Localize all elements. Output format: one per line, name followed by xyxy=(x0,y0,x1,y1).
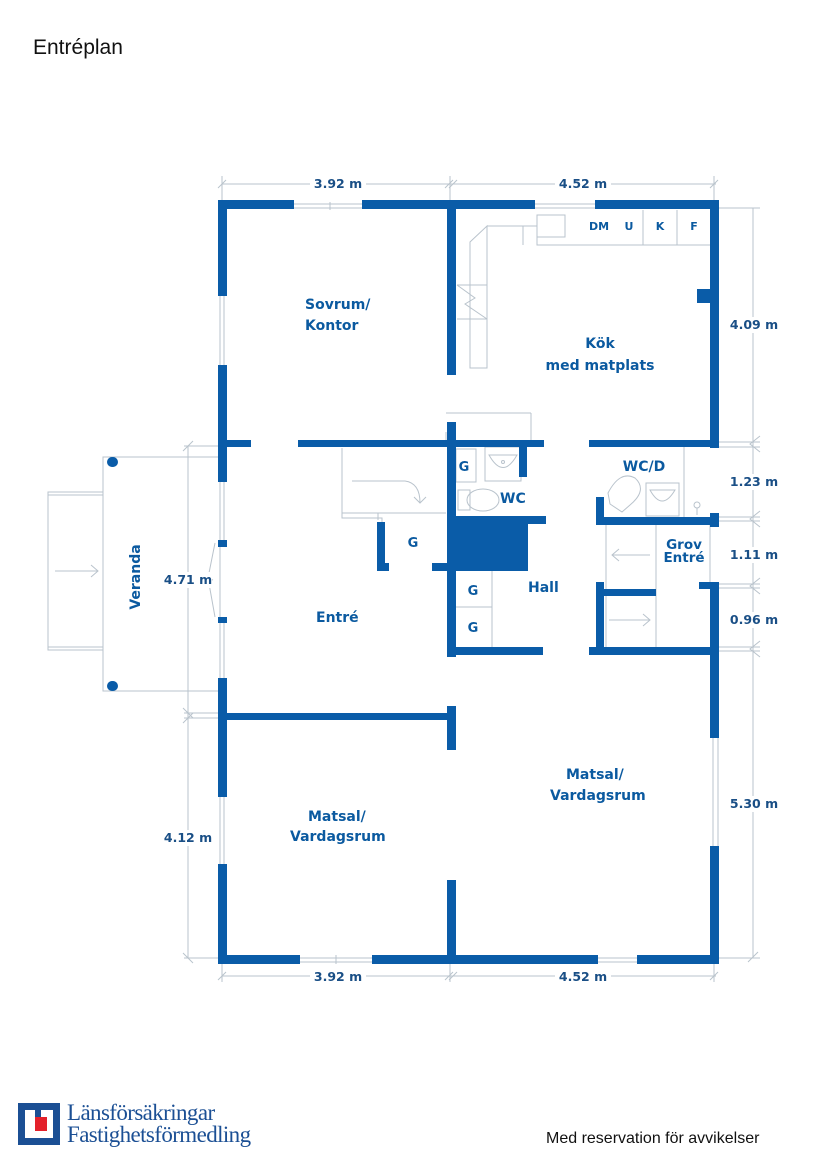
appliance-f: F xyxy=(690,220,698,233)
room-label-veranda: Veranda xyxy=(128,544,144,609)
brand-name-line1: Länsförsäkringar xyxy=(67,1100,215,1125)
room-label-kok: Kök xyxy=(585,336,615,352)
dimension-left-entre: 4.71 m xyxy=(164,572,212,587)
closet-label: G xyxy=(408,536,419,551)
room-label-vardagsrum-right: Vardagsrum xyxy=(550,788,646,804)
dimension-bottom-left: 3.92 m xyxy=(314,969,362,984)
appliance-k: K xyxy=(656,220,665,233)
brand-logo: Länsförsäkringar Fastighetsförmedling xyxy=(18,1100,251,1147)
logo-mark-icon xyxy=(18,1103,60,1145)
veranda-post xyxy=(107,457,117,467)
appliance-u: U xyxy=(625,220,634,233)
room-label-sovrum: Sovrum/ xyxy=(305,297,371,313)
dimension-right-kitchen: 4.09 m xyxy=(730,317,778,332)
walls xyxy=(108,200,719,964)
room-label-wc: WC xyxy=(500,491,526,507)
dimension-top-left: 3.92 m xyxy=(314,176,362,191)
closet-label: G xyxy=(468,584,479,599)
room-label-entre: Entré xyxy=(316,610,359,626)
room-label-kontor: Kontor xyxy=(305,318,358,334)
dimension-bottom-right: 4.52 m xyxy=(559,969,607,984)
disclaimer: Med reservation för avvikelser xyxy=(546,1130,760,1147)
room-label-wcd: WC/D xyxy=(623,459,665,475)
closet-label: G xyxy=(459,460,470,475)
room-label-vardagsrum-left: Vardagsrum xyxy=(290,829,386,845)
dimension-right-closet: 0.96 m xyxy=(730,612,778,627)
brand-name-line2: Fastighetsförmedling xyxy=(67,1122,251,1147)
dimension-right-living: 5.30 m xyxy=(730,796,778,811)
closet-label: G xyxy=(468,621,479,636)
appliance-dm: DM xyxy=(589,220,609,233)
room-label-grov: Grov xyxy=(666,537,702,553)
dimension-lines xyxy=(47,176,761,982)
veranda-post xyxy=(107,681,117,691)
dimension-right-wcd: 1.23 m xyxy=(730,474,778,489)
room-label-matsal-right: Matsal/ xyxy=(566,767,625,783)
dimension-top-right: 4.52 m xyxy=(559,176,607,191)
room-label-kok-sub: med matplats xyxy=(546,358,655,374)
dimension-right-grov: 1.11 m xyxy=(730,547,778,562)
dimension-left-living: 4.12 m xyxy=(164,830,212,845)
room-label-matsal-left: Matsal/ xyxy=(308,809,367,825)
room-label-hall: Hall xyxy=(528,580,559,596)
room-label-grov-entre: Entré xyxy=(663,550,704,566)
page-title: Entréplan xyxy=(33,36,123,59)
